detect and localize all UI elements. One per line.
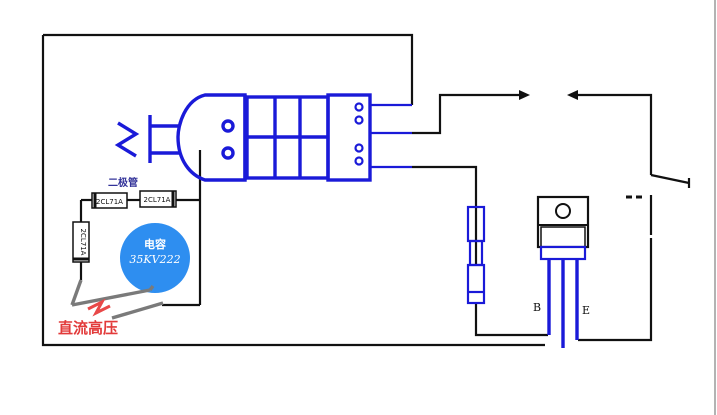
pin-b-label: B bbox=[533, 301, 541, 314]
hv-diode-1-label: 2CL71A bbox=[96, 198, 123, 206]
capacitor-title: 电容 bbox=[144, 237, 166, 251]
hv-diode-3 bbox=[72, 221, 90, 263]
diode-title: 二极管 bbox=[108, 176, 138, 189]
hv-capacitor bbox=[120, 223, 190, 293]
wire-emitter-return bbox=[578, 238, 653, 342]
hv-plug bbox=[114, 93, 412, 182]
arrow-left-icon bbox=[567, 90, 578, 100]
pin-e-label: E bbox=[582, 304, 590, 317]
hv-diode-3-label: 2CL71A bbox=[79, 229, 87, 256]
wire-top bbox=[43, 33, 414, 105]
arrow-right-icon bbox=[519, 90, 530, 100]
wire-switch-upper bbox=[578, 93, 653, 175]
capacitor-value: 35KV222 bbox=[129, 253, 180, 266]
hv-diode-2 bbox=[139, 190, 177, 208]
rectifier-diode bbox=[466, 205, 486, 305]
lead-to-capacitor bbox=[71, 288, 151, 307]
lead-capacitor-stub bbox=[148, 284, 155, 292]
wire-to-switch-top bbox=[412, 93, 520, 135]
hv-diode-1 bbox=[91, 192, 128, 209]
spark-icon bbox=[87, 298, 111, 317]
transistor-to220 bbox=[536, 195, 590, 348]
lead-diode-left bbox=[70, 279, 83, 306]
output-label: 直流高压 bbox=[58, 319, 118, 337]
wire-to-rectifier bbox=[412, 165, 478, 207]
push-switch bbox=[626, 173, 691, 199]
hv-diode-2-label: 2CL71A bbox=[144, 196, 171, 204]
lead-capacitor-right bbox=[111, 301, 164, 320]
wire-outer-left-bottom bbox=[41, 105, 545, 347]
wire-to-base bbox=[474, 303, 548, 337]
